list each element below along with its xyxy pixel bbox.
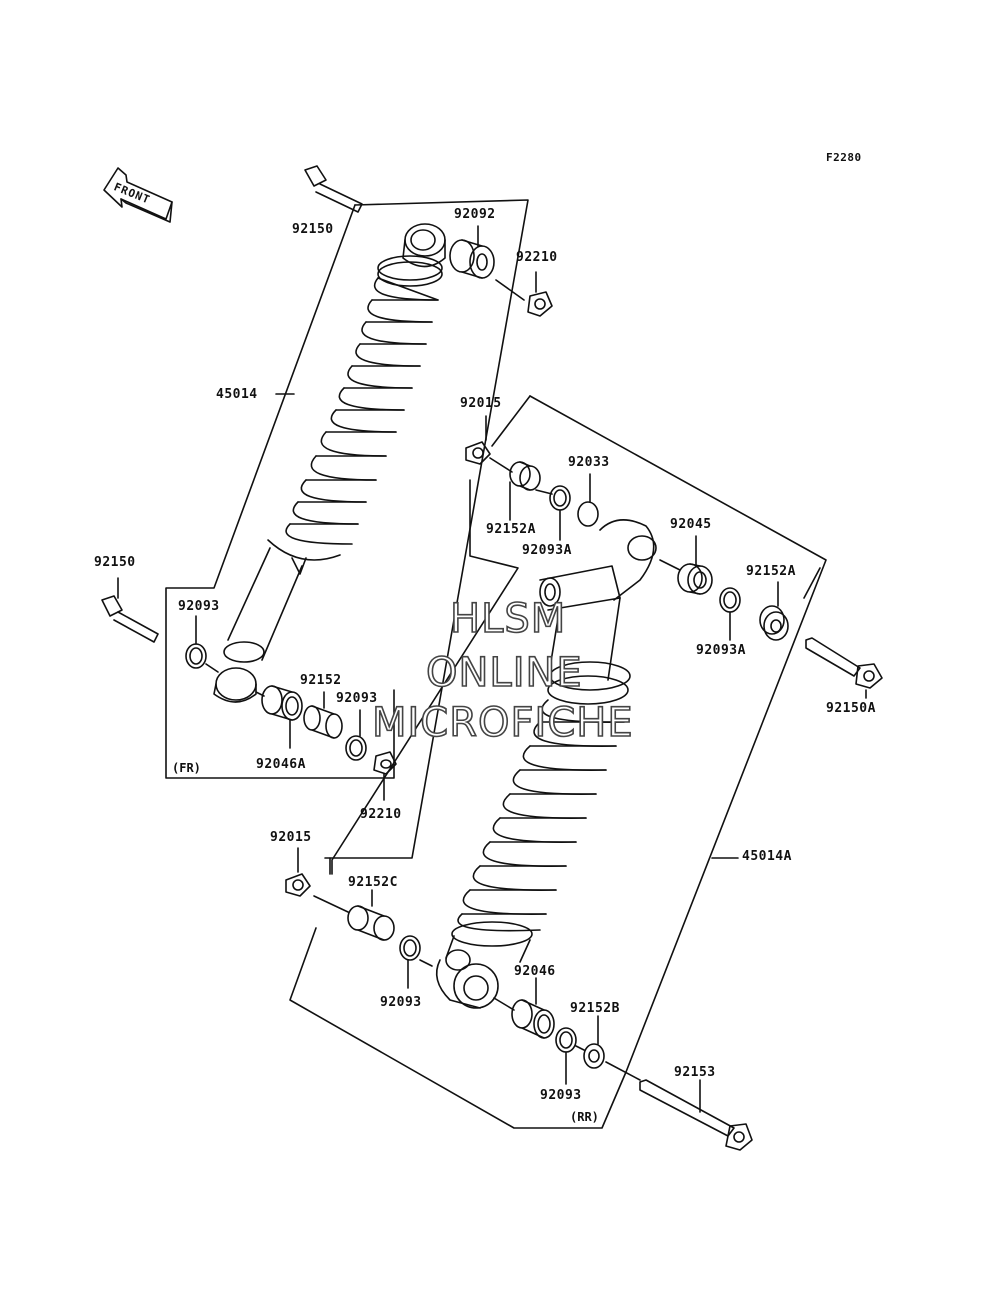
group-label-rear: (RR) (570, 1110, 599, 1124)
bolt-92150-left (101, 577, 159, 643)
part-label-92045: 92045 (670, 517, 712, 532)
part-label-92150A: 92150A (826, 701, 876, 716)
part-label-45014: 45014 (216, 387, 258, 402)
part-label-92093A-left: 92093A (522, 543, 572, 558)
part-label-92046: 92046 (514, 964, 556, 979)
circlip-92033 (577, 473, 599, 527)
part-label-92210-top: 92210 (516, 250, 558, 265)
group-label-front: (FR) (172, 761, 201, 775)
watermark-line2: ONLINE (425, 649, 583, 697)
nut-92015-top (465, 415, 513, 473)
part-label-92152: 92152 (300, 673, 342, 688)
part-label-92093-rr: 92093 (540, 1088, 582, 1103)
washer-92093-rr (555, 1027, 577, 1085)
washer-92093A-right (719, 587, 741, 641)
watermark-line3: MICROFICHE (371, 699, 634, 747)
watermark-line1: HLSM (449, 595, 567, 643)
figure-code: F2280 (826, 151, 862, 164)
washer-92093A-left (549, 485, 571, 541)
collar-92152C (347, 889, 395, 941)
bolt-92153 (639, 1079, 753, 1151)
collar-92152B (583, 1015, 641, 1081)
front-arrow-icon (103, 167, 173, 223)
part-label-92153: 92153 (674, 1065, 716, 1080)
part-label-92152A-right: 92152A (746, 564, 796, 579)
part-label-92150-top: 92150 (292, 222, 334, 237)
nut-92210-top (527, 271, 553, 317)
front-assembly-frame (165, 199, 529, 859)
rear-assembly-frame (289, 395, 827, 1129)
rear-shock-absorber (435, 519, 657, 1009)
part-label-92092: 92092 (454, 207, 496, 222)
nut-92015-bottom (285, 847, 349, 913)
part-label-92150-left: 92150 (94, 555, 136, 570)
part-label-92152B: 92152B (570, 1001, 620, 1016)
part-label-45014A: 45014A (742, 849, 792, 864)
washer-92093-mid (345, 709, 367, 761)
collar-92152 (303, 691, 343, 739)
part-label-92093-left: 92093 (178, 599, 220, 614)
bearing-92045 (659, 535, 713, 595)
bolt-92150-top (304, 165, 363, 213)
part-label-92152A-left: 92152A (486, 522, 536, 537)
collar-92152A-right (759, 581, 789, 641)
front-shock-absorber (213, 223, 446, 703)
part-label-92093A-right: 92093A (696, 643, 746, 658)
part-label-92015-bottom: 92015 (270, 830, 312, 845)
collar-92152A-left (509, 461, 541, 521)
part-label-92152C: 92152C (348, 875, 398, 890)
washer-92093-bottom (399, 935, 421, 989)
part-label-92210-bottom: 92210 (360, 807, 402, 822)
part-label-92093-bottom: 92093 (380, 995, 422, 1010)
bearing-92046A (261, 685, 303, 749)
part-label-92046A: 92046A (256, 757, 306, 772)
leader-lines (205, 489, 585, 1051)
part-label-92093-mid: 92093 (336, 691, 378, 706)
washer-92093-left (185, 615, 207, 669)
collar-92092 (449, 225, 525, 301)
bearing-92046 (493, 977, 555, 1039)
part-label-92015-top: 92015 (460, 396, 502, 411)
bolt-92150A (805, 637, 883, 699)
part-label-92033: 92033 (568, 455, 610, 470)
